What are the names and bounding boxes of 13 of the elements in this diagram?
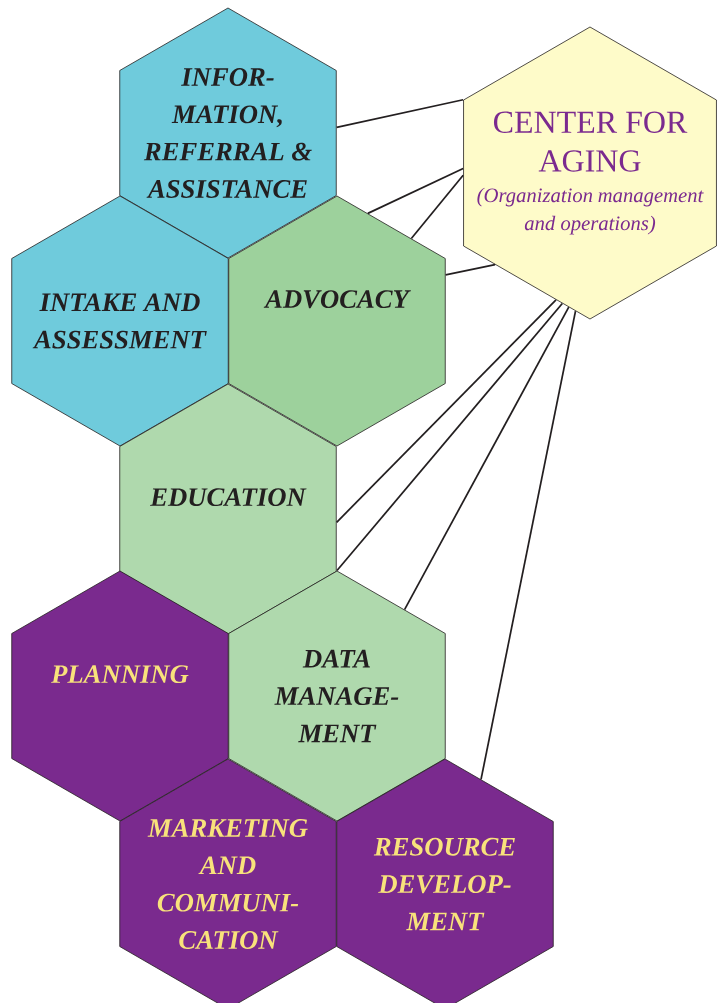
- connector-line: [410, 174, 465, 240]
- connector-line: [335, 299, 557, 524]
- connector-line: [335, 98, 465, 129]
- hexagon: CENTER FOR AGING (Organization management and operations): [463, 26, 717, 320]
- connector-line: [336, 302, 564, 572]
- hexagon: MARKETING AND COMMUNI-CATION: [119, 758, 337, 1003]
- connector-line: [403, 306, 570, 611]
- hexagon: INFOR-MATION, REFERRAL & ASSISTANCE: [119, 7, 337, 259]
- connector-line: [444, 263, 496, 276]
- hexagon: RESOURCE DEVELOP-MENT: [336, 758, 554, 1003]
- hexagon: EDUCATION: [119, 383, 337, 635]
- connector-line: [480, 310, 577, 781]
- connector-line: [367, 167, 465, 215]
